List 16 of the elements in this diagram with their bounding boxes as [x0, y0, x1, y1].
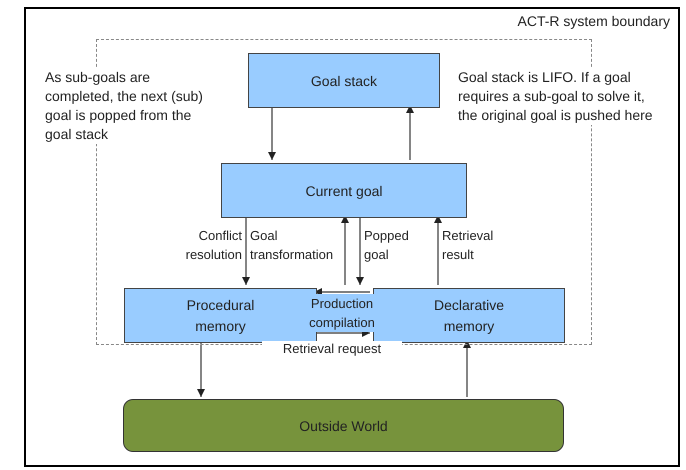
process-box [221, 163, 467, 218]
edge-label: Goal transformation [250, 227, 334, 264]
node-label: Goal stack [310, 72, 378, 88]
rounded-box [123, 399, 564, 452]
node-label: Declarative memory [432, 296, 506, 336]
edge-label: Retrieval result [442, 227, 494, 264]
node-label: Outside World [299, 418, 388, 434]
edge-label: Popped goal [364, 227, 410, 264]
process-box [248, 53, 440, 108]
node-label: Procedural memory [186, 296, 256, 336]
process-box [373, 288, 565, 343]
boundary-label: ACT-R system boundary [518, 13, 670, 29]
edge-label: Retrieval request [262, 341, 402, 357]
system-frame [24, 7, 680, 467]
node-label: Current goal [305, 182, 383, 198]
edge-label: Conflict resolution [184, 227, 242, 264]
